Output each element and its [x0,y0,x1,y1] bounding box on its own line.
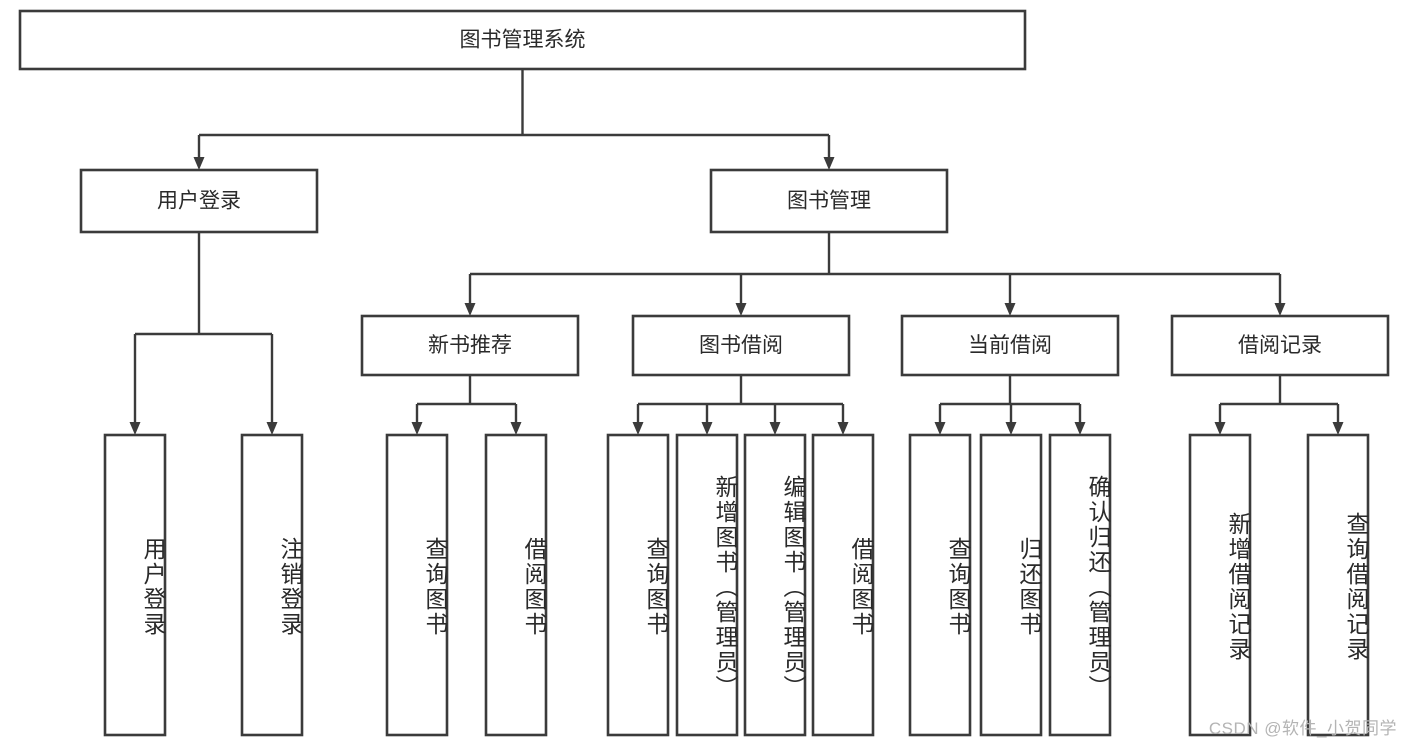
connector-group-book-borrow [632,375,849,435]
node-borrow-record[interactable]: 借阅记录 [1170,314,1390,377]
connector-group-book-manage [464,232,1286,316]
node-box-book-borrow[interactable] [631,314,851,377]
node-new-book-rec[interactable]: 新书推荐 [360,314,580,377]
node-label-borrow-record: 借阅记录 [1238,334,1322,357]
node-box-new-book-rec[interactable] [360,314,580,377]
node-leaf-query-book-bor[interactable] [606,433,670,737]
node-label-user-login: 用户登录 [157,190,241,213]
node-box-root[interactable] [18,9,1027,71]
node-label-root: 图书管理系统 [460,29,586,52]
node-box-user-login[interactable] [79,168,319,234]
node-current-borrow[interactable]: 当前借阅 [900,314,1120,377]
node-leaf-confirm-return[interactable] [1048,433,1112,737]
connector-group-borrow-record [1214,375,1344,435]
node-book-manage[interactable]: 图书管理 [709,168,949,234]
node-leaf-user-login[interactable] [103,433,167,737]
node-leaf-add-record[interactable] [1188,433,1252,737]
node-leaf-user-logout[interactable] [240,433,304,737]
watermark-text: CSDN @软件_小贺同学 [1208,719,1397,738]
node-box-leaf-query-book-cur[interactable] [908,433,972,737]
connector-group-new-book-rec [411,375,522,435]
node-root[interactable]: 图书管理系统 [18,9,1027,71]
node-leaf-borrow-book-rec[interactable] [484,433,548,737]
node-leaf-query-book-cur[interactable] [908,433,972,737]
node-box-leaf-add-record[interactable] [1188,433,1252,737]
node-label-book-manage: 图书管理 [787,190,871,213]
connectors-layer [129,69,1344,435]
connector-group-current-borrow [934,375,1086,435]
node-box-leaf-query-book-rec[interactable] [385,433,449,737]
node-box-leaf-edit-book[interactable] [743,433,807,737]
node-leaf-query-record[interactable] [1306,433,1370,737]
node-leaf-add-book[interactable] [675,433,739,737]
node-box-leaf-add-book[interactable] [675,433,739,737]
node-label-current-borrow: 当前借阅 [968,334,1052,357]
node-box-leaf-confirm-return[interactable] [1048,433,1112,737]
node-box-leaf-user-logout[interactable] [240,433,304,737]
node-label-book-borrow: 图书借阅 [699,334,783,357]
node-box-leaf-query-record[interactable] [1306,433,1370,737]
connector-group-root [193,69,835,170]
node-leaf-query-book-rec[interactable] [385,433,449,737]
node-box-borrow-record[interactable] [1170,314,1390,377]
node-label-new-book-rec: 新书推荐 [428,334,512,357]
node-leaf-return-book[interactable] [979,433,1043,737]
node-box-leaf-return-book[interactable] [979,433,1043,737]
node-leaf-edit-book[interactable] [743,433,807,737]
node-box-leaf-borrow-book[interactable] [811,433,875,737]
node-book-borrow[interactable]: 图书借阅 [631,314,851,377]
node-box-leaf-user-login[interactable] [103,433,167,737]
node-leaf-borrow-book[interactable] [811,433,875,737]
node-box-leaf-borrow-book-rec[interactable] [484,433,548,737]
node-box-current-borrow[interactable] [900,314,1120,377]
node-box-book-manage[interactable] [709,168,949,234]
connector-group-user-login [129,232,278,435]
node-box-leaf-query-book-bor[interactable] [606,433,670,737]
node-user-login[interactable]: 用户登录 [79,168,319,234]
